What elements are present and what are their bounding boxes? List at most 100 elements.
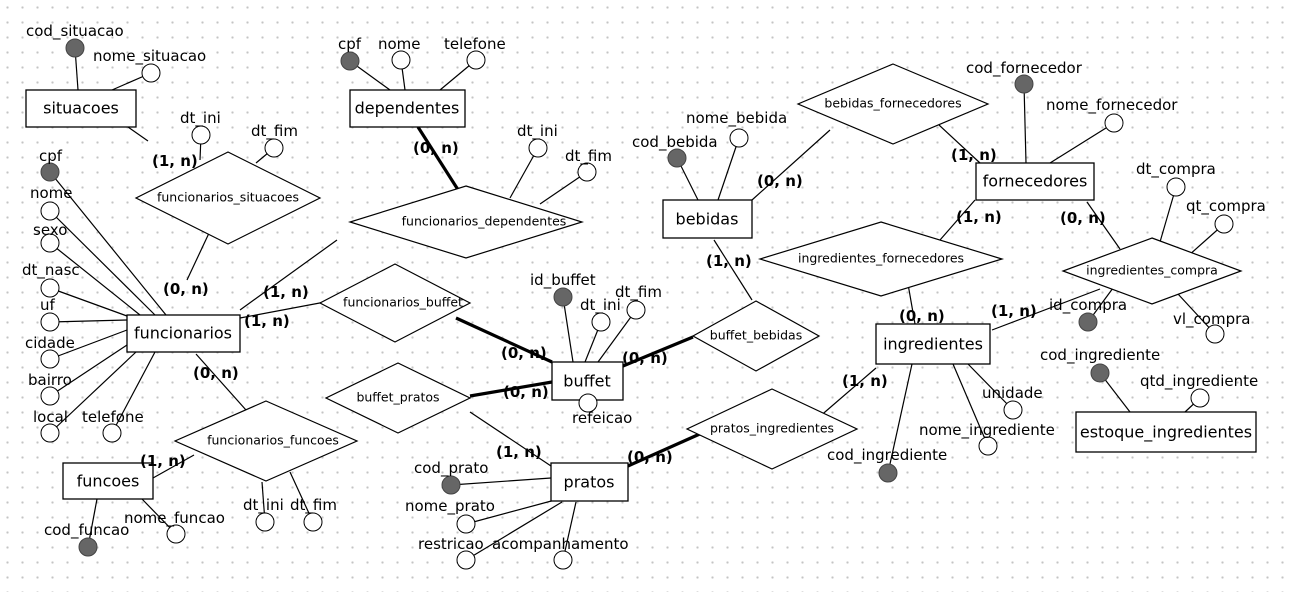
relationship-buffet-bebidas[interactable]: buffet_bebidas	[691, 300, 821, 372]
relationship-bebidas-fornecedores[interactable]: bebidas_fornecedores	[796, 63, 990, 145]
entity-funcionarios[interactable]: funcionarios	[126, 314, 241, 353]
attribute-label: cod_fornecedor	[966, 59, 1083, 78]
attribute-funcionario-cidade[interactable]: cidade	[25, 334, 75, 369]
attribute-ff-dt-fim[interactable]: dt_fim	[290, 496, 337, 532]
line-ff-funcoes	[152, 454, 195, 479]
attribute-fd-dt-fim[interactable]: dt_fim	[565, 147, 612, 182]
attribute-nome-funcao[interactable]: nome_funcao	[124, 509, 225, 544]
attribute-label: cod_bebida	[632, 133, 718, 152]
line-fd-funcionarios	[239, 239, 338, 311]
attribute-nome-situacao[interactable]: nome_situacao	[93, 47, 206, 83]
attribute-estoque-cod-ingrediente[interactable]: cod_ingrediente	[1040, 346, 1160, 383]
entity-pratos[interactable]: pratos	[550, 462, 629, 502]
attribute-dt-compra[interactable]: dt_compra	[1136, 160, 1216, 197]
entity-ingredientes[interactable]: ingredientes	[875, 323, 991, 365]
attribute-buffet-dt-ini[interactable]: dt_ini	[580, 296, 621, 332]
attribute-nome-bebida[interactable]: nome_bebida	[686, 109, 787, 148]
attribute-label: cod_ingrediente	[827, 446, 947, 465]
entity-label: dependentes	[355, 99, 460, 118]
attribute-cod-fornecedor[interactable]: cod_fornecedor	[966, 59, 1083, 94]
cardinality-ingredientes-compra: (1, n)	[991, 302, 1037, 320]
cardinality-buffet-pratos: (0, n)	[503, 383, 549, 401]
attribute-qtd-ingrediente[interactable]: qtd_ingrediente	[1140, 372, 1258, 408]
attribute-funcionario-bairro[interactable]: bairro	[28, 371, 72, 406]
attribute-fd-dt-ini[interactable]: dt_ini	[517, 122, 558, 158]
attribute-funcionario-local[interactable]: local	[33, 408, 68, 443]
entity-situacoes[interactable]: situacoes	[25, 89, 137, 128]
line-fs-funcionarios	[186, 230, 211, 281]
line-funcionarios-fb	[239, 301, 326, 319]
cardinality-labels: (1, n) (0, n) (0, n) (1, n) (1, n) (0, n…	[140, 139, 1106, 470]
attribute-id-buffet[interactable]: id_buffet	[530, 271, 596, 307]
attribute-label: cpf	[39, 147, 63, 165]
attribute-cod-prato[interactable]: cod_prato	[414, 459, 488, 495]
attribute-cod-ingrediente[interactable]: cod_ingrediente	[827, 446, 947, 483]
attribute-funcionario-sexo[interactable]: sexo	[33, 221, 67, 253]
attribute-nome-fornecedor[interactable]: nome_fornecedor	[1046, 96, 1178, 133]
relationship-ingredientes-compra[interactable]: ingredientes_compra	[1061, 237, 1243, 305]
line-pratos-pi	[627, 431, 703, 468]
attribute-label: refeicao	[572, 409, 632, 427]
entity-dependentes[interactable]: dependentes	[349, 89, 466, 128]
attribute-refeicao[interactable]: refeicao	[572, 393, 632, 427]
attribute-dependente-cpf[interactable]: cpf	[338, 35, 362, 71]
attribute-restricao[interactable]: restricao	[418, 535, 484, 570]
relationship-ingredientes-fornecedores[interactable]: ingredientes_fornecedores	[757, 221, 1005, 297]
entity-bebidas[interactable]: bebidas	[662, 199, 753, 239]
connectors	[49, 47, 1225, 561]
attribute-vl-compra[interactable]: vl_compra	[1173, 310, 1250, 344]
attribute-dependente-nome[interactable]: nome	[378, 35, 421, 70]
attribute-nome-prato[interactable]: nome_prato	[405, 497, 495, 534]
attribute-dependente-telefone[interactable]: telefone	[444, 35, 506, 70]
line-buffet-bb	[622, 335, 694, 368]
line-bp-buffet	[469, 380, 553, 398]
attribute-label: cod_funcao	[44, 521, 129, 540]
relationship-pratos-ingredientes[interactable]: pratos_ingredientes	[685, 388, 859, 470]
attribute-label: cidade	[25, 334, 75, 352]
cardinality-situacoes: (1, n)	[152, 152, 198, 170]
line-bf-fornecedores	[938, 124, 981, 164]
entity-label: ingredientes	[883, 335, 983, 354]
attribute-label: dt_fim	[251, 122, 298, 141]
attribute-acompanhamento[interactable]: acompanhamento	[492, 535, 629, 570]
attribute-nome-ingrediente[interactable]: nome_ingrediente	[919, 421, 1055, 456]
entity-label: estoque_ingredientes	[1080, 423, 1252, 443]
attribute-label: vl_compra	[1173, 310, 1250, 329]
entity-estoque-ingredientes[interactable]: estoque_ingredientes	[1075, 411, 1257, 453]
relationship-funcionarios-buffet[interactable]: funcionarios_buffet	[318, 263, 472, 343]
entity-label: funcoes	[77, 472, 140, 491]
entity-funcoes[interactable]: funcoes	[62, 462, 154, 500]
entity-fornecedores[interactable]: fornecedores	[975, 162, 1095, 201]
attribute-funcionario-dt-nasc[interactable]: dt_nasc	[22, 261, 80, 298]
attribute-cod-funcao[interactable]: cod_funcao	[44, 521, 129, 557]
relationship-buffet-pratos[interactable]: buffet_pratos	[324, 362, 472, 434]
attribute-fs-dt-fim[interactable]: dt_fim	[251, 122, 298, 158]
attribute-funcionario-telefone[interactable]: telefone	[82, 408, 144, 443]
attribute-label: id_buffet	[530, 271, 596, 290]
cardinality-funcionarios-funcoes: (0, n)	[193, 364, 239, 382]
attribute-ff-dt-ini[interactable]: dt_ini	[243, 496, 284, 532]
attribute-label: dt_fim	[565, 147, 612, 166]
cardinality-fornecedores-ingredientes: (1, n)	[956, 208, 1002, 226]
relationship-funcionarios-situacoes[interactable]: funcionarios_situacoes	[134, 151, 322, 245]
attribute-funcionario-uf[interactable]: uf	[40, 296, 60, 332]
relationship-funcionarios-dependentes[interactable]: funcionarios_dependentes	[347, 185, 585, 259]
relationship-label: pratos_ingredientes	[710, 421, 834, 436]
cardinality-buffet-bebidas: (0, n)	[622, 349, 668, 367]
attribute-fs-dt-ini[interactable]: dt_ini	[180, 109, 221, 145]
attribute-label: unidade	[982, 384, 1043, 402]
line-bb-bebidas	[713, 239, 753, 301]
attribute-qt-compra[interactable]: qt_compra	[1186, 197, 1266, 234]
relationship-funcionarios-funcoes[interactable]: funcionarios_funcoes	[173, 400, 359, 482]
attribute-label: dt_ini	[243, 496, 284, 515]
attribute-label: nome_situacao	[93, 47, 206, 66]
attribute-funcionario-cpf[interactable]: cpf	[39, 147, 63, 182]
attribute-cod-bebida[interactable]: cod_bebida	[632, 133, 718, 168]
attribute-label: nome	[30, 184, 73, 202]
attribute-buffet-dt-fim[interactable]: dt_fim	[615, 283, 662, 320]
attribute-funcionario-nome[interactable]: nome	[30, 184, 73, 221]
cardinality-bebidas-buffet: (1, n)	[706, 252, 752, 270]
attribute-id-compra[interactable]: id_compra	[1049, 296, 1127, 332]
attribute-unidade[interactable]: unidade	[982, 384, 1043, 420]
attribute-cod-situacao[interactable]: cod_situacao	[26, 22, 124, 58]
